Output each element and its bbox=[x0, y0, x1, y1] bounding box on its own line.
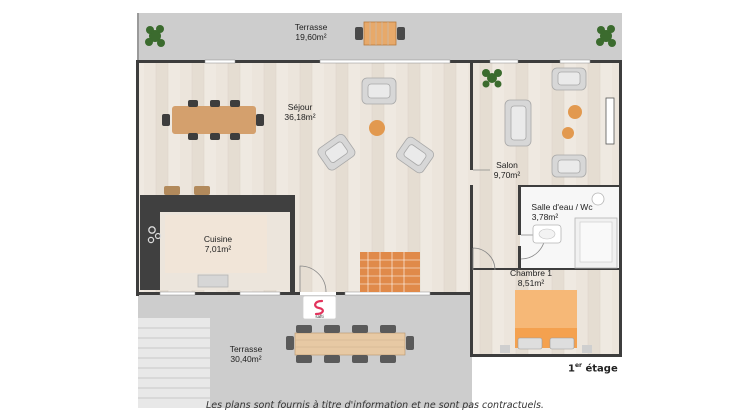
terrace-chair bbox=[355, 27, 363, 40]
armchair bbox=[396, 136, 434, 174]
plant-icon bbox=[596, 25, 616, 47]
safti-logo-icon bbox=[314, 299, 324, 316]
label-chambre1-area: 8,51m² bbox=[518, 278, 545, 288]
shower-tray bbox=[579, 221, 613, 263]
label-salle-eau-area: 3,78m² bbox=[532, 212, 559, 222]
label-chambre1-name: Chambre 1 bbox=[510, 268, 552, 278]
coffee-table bbox=[369, 120, 385, 136]
armchair bbox=[361, 77, 397, 105]
wc bbox=[591, 192, 605, 206]
cooktop-burner bbox=[148, 226, 156, 234]
label-salon-area: 9,70m² bbox=[494, 170, 521, 180]
label-terrasse-bottom-area: 30,40m² bbox=[230, 354, 261, 364]
bar-stool bbox=[194, 186, 210, 195]
plant-icon bbox=[482, 69, 502, 88]
side-table bbox=[562, 127, 574, 139]
cooktop-burner bbox=[154, 232, 162, 240]
disclaimer: Les plans sont fournis à titre d'informa… bbox=[206, 400, 544, 411]
kitchen-sink bbox=[197, 274, 229, 288]
tv-unit bbox=[605, 97, 615, 145]
floor-number: 1 bbox=[568, 363, 575, 375]
floor-label: 1er étage bbox=[568, 362, 618, 374]
side-table bbox=[568, 105, 582, 119]
label-salle-eau-name: Salle d'eau / Wc bbox=[531, 202, 593, 212]
label-salon-name: Salon bbox=[496, 160, 518, 170]
label-terrasse-bottom-name: Terrasse bbox=[230, 344, 263, 354]
kitchen-island bbox=[165, 215, 267, 273]
label-terrasse-top-name: Terrasse bbox=[295, 22, 328, 32]
bed-sheet bbox=[515, 290, 577, 328]
terrace-table bbox=[363, 21, 397, 46]
cooktop-burner bbox=[147, 236, 155, 244]
sofa bbox=[504, 99, 532, 147]
armchair bbox=[551, 154, 587, 178]
label-cuisine-name: Cuisine bbox=[204, 234, 233, 244]
pillow bbox=[549, 337, 575, 350]
terrace-chair bbox=[397, 27, 405, 40]
label-cuisine-area: 7,01m² bbox=[205, 244, 232, 254]
door-swing bbox=[299, 265, 327, 293]
floor-word: étage bbox=[582, 363, 618, 375]
armchair bbox=[317, 133, 356, 171]
bar-stool bbox=[164, 186, 180, 195]
label-sejour-name: Séjour bbox=[288, 102, 313, 112]
terrace-dining-table bbox=[294, 332, 406, 356]
interior-staircase bbox=[360, 252, 420, 292]
nightstand bbox=[582, 345, 592, 353]
floor-ordinal: er bbox=[574, 362, 582, 369]
exterior-stairs bbox=[138, 318, 210, 408]
label-terrasse-top-area: 19,60m² bbox=[295, 32, 326, 42]
logo-text: safti bbox=[315, 314, 323, 319]
armchair bbox=[551, 67, 587, 91]
windows bbox=[159, 59, 591, 296]
terrace-wall bbox=[137, 13, 139, 60]
pillow bbox=[517, 337, 543, 350]
dining-table bbox=[172, 106, 256, 134]
nightstand bbox=[500, 345, 510, 353]
label-sejour-area: 36,18m² bbox=[284, 112, 315, 122]
door-swing bbox=[472, 247, 496, 271]
plant-icon bbox=[145, 25, 165, 47]
